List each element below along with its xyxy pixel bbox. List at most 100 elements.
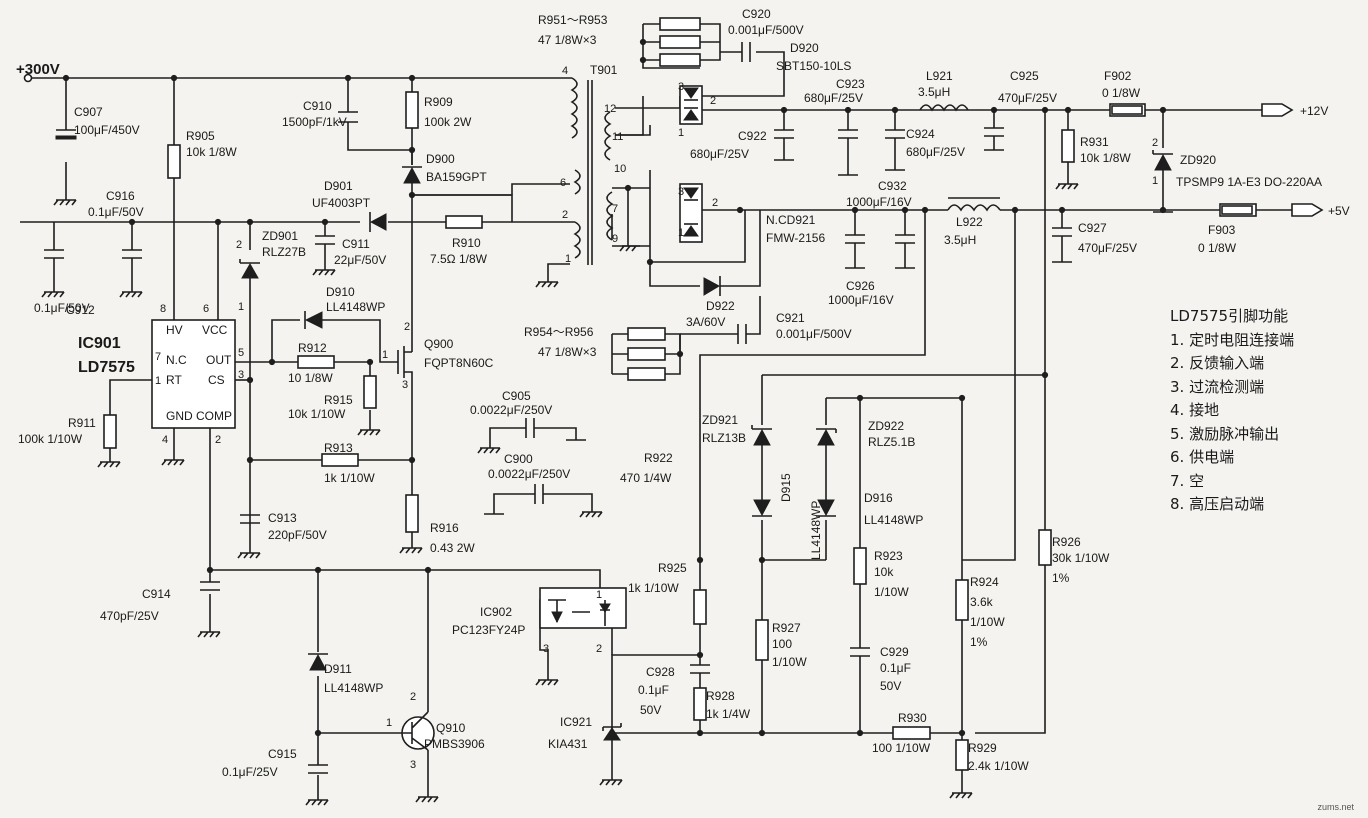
component-label-r912b: 10 1/8W xyxy=(288,371,333,385)
svg-text:3: 3 xyxy=(678,81,684,93)
component-label-tpsmp: TPSMP9 1A-E3 DO-220AA xyxy=(1176,175,1322,189)
ic901-pin-comp: COMP xyxy=(196,409,232,423)
component-label-d901b: UF4003PT xyxy=(312,196,371,210)
component-label-c923b: 680μF/25V xyxy=(804,91,863,105)
pin-function-legend: LD7575引脚功能 1. 定时电阻连接端 2. 反馈输入端 3. 过流检测端 … xyxy=(1170,305,1294,517)
component-label-r928b: 1k 1/4W xyxy=(706,707,751,721)
component-label-c900a: C900 xyxy=(504,452,533,466)
svg-text:1: 1 xyxy=(382,349,388,361)
component-label-c932b: 1000μF/16V xyxy=(846,195,912,209)
svg-text:3: 3 xyxy=(402,379,408,391)
legend-item: 4. 接地 xyxy=(1170,401,1220,419)
svg-text:1: 1 xyxy=(155,375,161,387)
component-label-r927b: 100 xyxy=(772,637,792,651)
component-label-c907b: 100μF/450V xyxy=(74,123,140,137)
legend-title: LD7575引脚功能 xyxy=(1170,307,1289,325)
ic901-body xyxy=(151,319,236,429)
ic901-pin-gnd: GND xyxy=(166,409,193,423)
svg-text:7: 7 xyxy=(612,203,618,215)
component-label-c925a: C925 xyxy=(1010,69,1039,83)
component-label-l921b: 3.5μH xyxy=(918,85,950,99)
junction-dots xyxy=(62,38,1167,737)
component-label-c914b: 470pF/25V xyxy=(100,609,159,623)
ic901-ref: IC901 xyxy=(78,335,121,352)
component-label-r915b: 10k 1/10W xyxy=(288,407,346,421)
component-label-d910b: LL4148WP xyxy=(326,300,385,314)
component-label-c913b: 220pF/50V xyxy=(268,528,327,542)
component-label-r911a: R911 xyxy=(68,416,96,430)
svg-text:2: 2 xyxy=(712,197,718,209)
component-label-c923a: C923 xyxy=(836,77,865,91)
component-label-f903a: F903 xyxy=(1208,223,1236,237)
component-label-r924c: 1/10W xyxy=(970,615,1005,629)
diodes xyxy=(239,85,1173,741)
component-label-r922a: R922 xyxy=(644,451,673,465)
rail-300v: +300V xyxy=(16,61,60,78)
component-label-c927a: C927 xyxy=(1078,221,1107,235)
capacitors xyxy=(44,42,1072,774)
component-label-c922a: C922 xyxy=(738,129,767,143)
svg-text:2: 2 xyxy=(236,239,242,251)
component-label-c912b: 0.1μF/50V xyxy=(34,301,90,315)
component-label-d900a: D900 xyxy=(426,152,455,166)
component-label-r924d: 1% xyxy=(970,635,988,649)
component-label-d900b: BA159GPT xyxy=(426,170,487,184)
component-label-r931a: R931 xyxy=(1080,135,1109,149)
component-label-r925a: R925 xyxy=(658,561,687,575)
component-label-c924a: C924 xyxy=(906,127,935,141)
svg-text:6: 6 xyxy=(203,303,209,315)
component-label-c921b: 0.001μF/500V xyxy=(776,327,852,341)
svg-text:1: 1 xyxy=(678,127,684,139)
ic901-pin-out: OUT xyxy=(206,353,232,367)
svg-text:2: 2 xyxy=(404,321,410,333)
component-label-c926a: C926 xyxy=(846,279,875,293)
component-label-r924b: 3.6k xyxy=(970,595,994,609)
component-label-r923a: R923 xyxy=(874,549,903,563)
component-label-c910b: 1500pF/1kV xyxy=(282,115,347,129)
legend-item: 2. 反馈输入端 xyxy=(1170,354,1265,372)
component-label-c922b: 680μF/25V xyxy=(690,147,749,161)
component-label-c921a: C921 xyxy=(776,311,805,325)
component-label-r930a: R930 xyxy=(898,711,927,725)
rail-12v: +12V xyxy=(1300,104,1328,118)
component-label-r954a: R954～R956 xyxy=(524,325,594,339)
svg-text:2: 2 xyxy=(596,643,602,655)
component-label-r927a: R927 xyxy=(772,621,801,635)
component-label-f903b: 0 1/8W xyxy=(1198,241,1237,255)
svg-text:3: 3 xyxy=(678,186,684,198)
svg-text:7: 7 xyxy=(155,351,161,363)
svg-text:11: 11 xyxy=(612,131,623,143)
svg-text:1: 1 xyxy=(678,227,684,239)
component-label-c928b: 0.1μF xyxy=(638,683,669,697)
component-label-r923b: 10k xyxy=(874,565,894,579)
component-label-c927b: 470μF/25V xyxy=(1078,241,1137,255)
legend-item: 3. 过流检测端 xyxy=(1170,377,1265,396)
ic901-part: LD7575 xyxy=(78,359,135,376)
component-label-c905a: C905 xyxy=(502,389,531,403)
component-label-r922b: 470 1/4W xyxy=(620,471,672,485)
active-parts xyxy=(23,73,1324,751)
component-label-r912a: R912 xyxy=(298,341,327,355)
component-label-c915a: C915 xyxy=(268,747,297,761)
component-label-c914a: C914 xyxy=(142,587,171,601)
watermark: zums.net xyxy=(1317,802,1354,812)
ic902-body xyxy=(539,587,627,629)
svg-text:9: 9 xyxy=(612,233,618,245)
component-label-d922b: 3A/60V xyxy=(686,315,725,329)
component-label-c911b: 22μF/50V xyxy=(334,253,386,267)
transformer-t901 xyxy=(570,77,614,265)
component-label-d915b: LL4148WP xyxy=(809,501,823,560)
component-label-c929b: 0.1μF xyxy=(880,661,911,675)
component-label-r926a: R926 xyxy=(1052,535,1081,549)
component-label-q900a: Q900 xyxy=(424,337,454,351)
component-label-c907a: C907 xyxy=(74,105,103,119)
component-label-d920b: SBT150-10LS xyxy=(776,59,851,73)
component-label-f902b: 0 1/8W xyxy=(1102,86,1141,100)
ic921-part: KIA431 xyxy=(548,737,588,751)
ic902-ref: IC902 xyxy=(480,605,512,619)
component-label-c913a: C913 xyxy=(268,511,297,525)
component-label-c912a: C912 xyxy=(66,303,95,317)
